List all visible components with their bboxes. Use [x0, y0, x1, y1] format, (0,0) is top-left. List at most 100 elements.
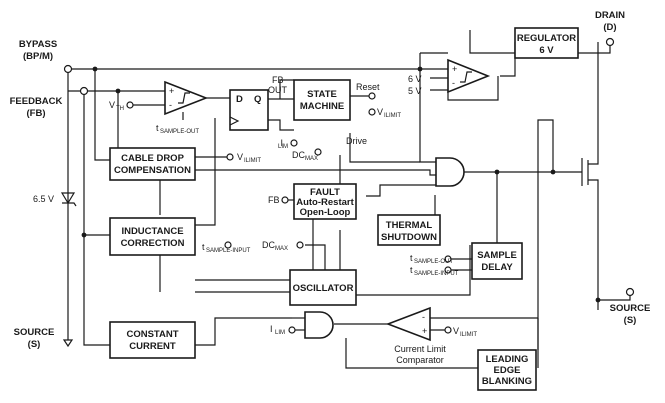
- flip-flop: D Q: [229, 89, 269, 131]
- state-machine-block: STATE MACHINE: [293, 79, 351, 121]
- vth-input-pin: [126, 101, 134, 109]
- feedback-pin: [79, 86, 89, 96]
- cable-drop-block: CABLE DROP COMPENSATION: [109, 147, 196, 181]
- ilim-bottom-sublabel: LIM: [275, 330, 285, 336]
- sample-delay-block: SAMPLE DELAY: [471, 242, 523, 280]
- junction: [550, 169, 556, 175]
- current-limit-and-gate: [304, 311, 334, 339]
- oscillator-block: OSCILLATOR: [289, 269, 357, 306]
- comparator-label: Current Limit: [394, 344, 446, 354]
- ilim-bottom-label: I: [270, 324, 273, 334]
- tsample-out-right-sublabel: SAMPLE-OUT: [414, 259, 453, 265]
- source-right-label: SOURCE: [610, 303, 651, 314]
- ilim-top-label: I: [280, 138, 283, 148]
- six-volt-label: 6 V: [408, 74, 422, 84]
- current-limit-comparator: - +: [385, 306, 431, 342]
- constant-current-label: CONSTANT: [126, 329, 178, 340]
- vilimit-pin-bottom: [444, 326, 452, 334]
- regulator-label: REGULATOR: [517, 33, 576, 44]
- leading-edge-sublabel-1: EDGE: [494, 365, 521, 376]
- source-left-sublabel: (S): [28, 339, 41, 350]
- vth-sublabel: TH: [116, 106, 124, 112]
- signal-labels: V TH t SAMPLE-OUT FB OUT Reset V ILIMIT …: [109, 74, 477, 365]
- oscillator-label: OSCILLATOR: [293, 283, 354, 294]
- thermal-sublabel: SHUTDOWN: [381, 232, 437, 243]
- flipflop-q-label: Q: [254, 94, 261, 105]
- tsample-out-right-label: t: [410, 253, 413, 263]
- ilim-pin-top: [290, 139, 298, 147]
- drain-pin: [605, 37, 615, 47]
- junction: [81, 232, 87, 238]
- reg-comp-minus: -: [452, 78, 455, 88]
- feedback-label: FEEDBACK: [10, 96, 63, 107]
- regulator-block: REGULATOR 6 V: [514, 27, 579, 59]
- cable-drop-sublabel: COMPENSATION: [114, 165, 191, 176]
- sample-delay-sublabel: DELAY: [481, 262, 513, 273]
- tsample-input-sublabel: SAMPLE-INPUT: [206, 248, 251, 254]
- feedback-sublabel: (FB): [27, 108, 46, 119]
- drain-label: DRAIN: [595, 10, 625, 21]
- fb-input-label: FB: [268, 195, 280, 205]
- fb-out-label: FB: [272, 75, 284, 85]
- fb-comp-plus: +: [169, 86, 174, 96]
- junction: [417, 66, 423, 72]
- dcmax-mid-sublabel: MAX: [275, 246, 288, 252]
- bypass-sublabel: (BP/M): [23, 51, 53, 62]
- sample-delay-label: SAMPLE: [477, 250, 517, 261]
- vilimit-bottom-label: V: [453, 326, 459, 336]
- tsample-out-sublabel: SAMPLE-OUT: [160, 129, 199, 135]
- vilimit-bottom-sublabel: ILIMIT: [460, 332, 477, 338]
- fb-comp-minus: -: [169, 100, 172, 110]
- comparator-sublabel: Comparator: [396, 355, 444, 365]
- vilimit-mid-sublabel: ILIMIT: [244, 158, 261, 164]
- dcmax-mid-label: DC: [262, 240, 275, 250]
- ilim-pin-bottom: [288, 326, 296, 334]
- tsample-input-pin: [224, 241, 232, 249]
- leading-edge-label: LEADING: [486, 354, 529, 365]
- junction: [115, 88, 121, 94]
- dcmax-pin-mid: [296, 241, 304, 249]
- inductance-label: INDUCTANCE: [121, 226, 183, 237]
- feedback-comparator: + -: [164, 80, 209, 116]
- bypass-pin: [63, 64, 73, 74]
- regulator-comparator: + -: [447, 58, 491, 94]
- drain-sublabel: (D): [603, 22, 616, 33]
- pins: DRAIN (D) BYPASS (BP/M) FEEDBACK (FB) SO…: [10, 10, 651, 350]
- inductance-block: INDUCTANCE CORRECTION: [109, 217, 196, 256]
- vilimit-pin-top: [368, 108, 376, 116]
- thermal-block: THERMAL SHUTDOWN: [377, 214, 441, 246]
- tsample-out-label: t: [156, 123, 159, 133]
- ground-arrow-icon: [62, 339, 74, 348]
- fault-block: FAULT Auto-Restart Open-Loop: [293, 183, 357, 220]
- reg-comp-plus: +: [452, 64, 457, 74]
- five-volt-label: 5 V: [408, 86, 422, 96]
- fb-out-sublabel: OUT: [268, 85, 288, 95]
- dcmax-pin-top: [314, 148, 322, 156]
- fault-sublabel-2: Open-Loop: [300, 207, 351, 218]
- vilimit-mid-label: V: [237, 152, 243, 162]
- tsample-input-right-label: t: [410, 265, 413, 275]
- inductance-sublabel: CORRECTION: [121, 238, 185, 249]
- flipflop-d-label: D: [236, 94, 243, 105]
- ilim-top-sublabel: LIM: [278, 144, 288, 150]
- reset-pin: [368, 92, 376, 100]
- bypass-label: BYPASS: [19, 39, 57, 50]
- cable-drop-label: CABLE DROP: [121, 153, 184, 164]
- reset-label: Reset: [356, 82, 380, 92]
- tsample-input-label: t: [202, 242, 205, 252]
- thermal-label: THERMAL: [386, 220, 433, 231]
- source-right-pin: [625, 287, 635, 297]
- zener-voltage-label: 6.5 V: [33, 194, 54, 204]
- vilimit-pin-mid: [226, 153, 234, 161]
- fault-label: FAULT: [310, 187, 340, 198]
- source-right-sublabel: (S): [624, 315, 637, 326]
- vilimit-top-sublabel: ILIMIT: [384, 113, 401, 119]
- zener-diode: 6.5 V: [33, 192, 77, 207]
- junction: [595, 297, 601, 303]
- dcmax-top-label: DC: [292, 150, 305, 160]
- state-machine-label: STATE: [307, 89, 337, 100]
- vilimit-top-label: V: [377, 107, 383, 117]
- tsample-input-right-sublabel: SAMPLE-INPUT: [414, 271, 459, 277]
